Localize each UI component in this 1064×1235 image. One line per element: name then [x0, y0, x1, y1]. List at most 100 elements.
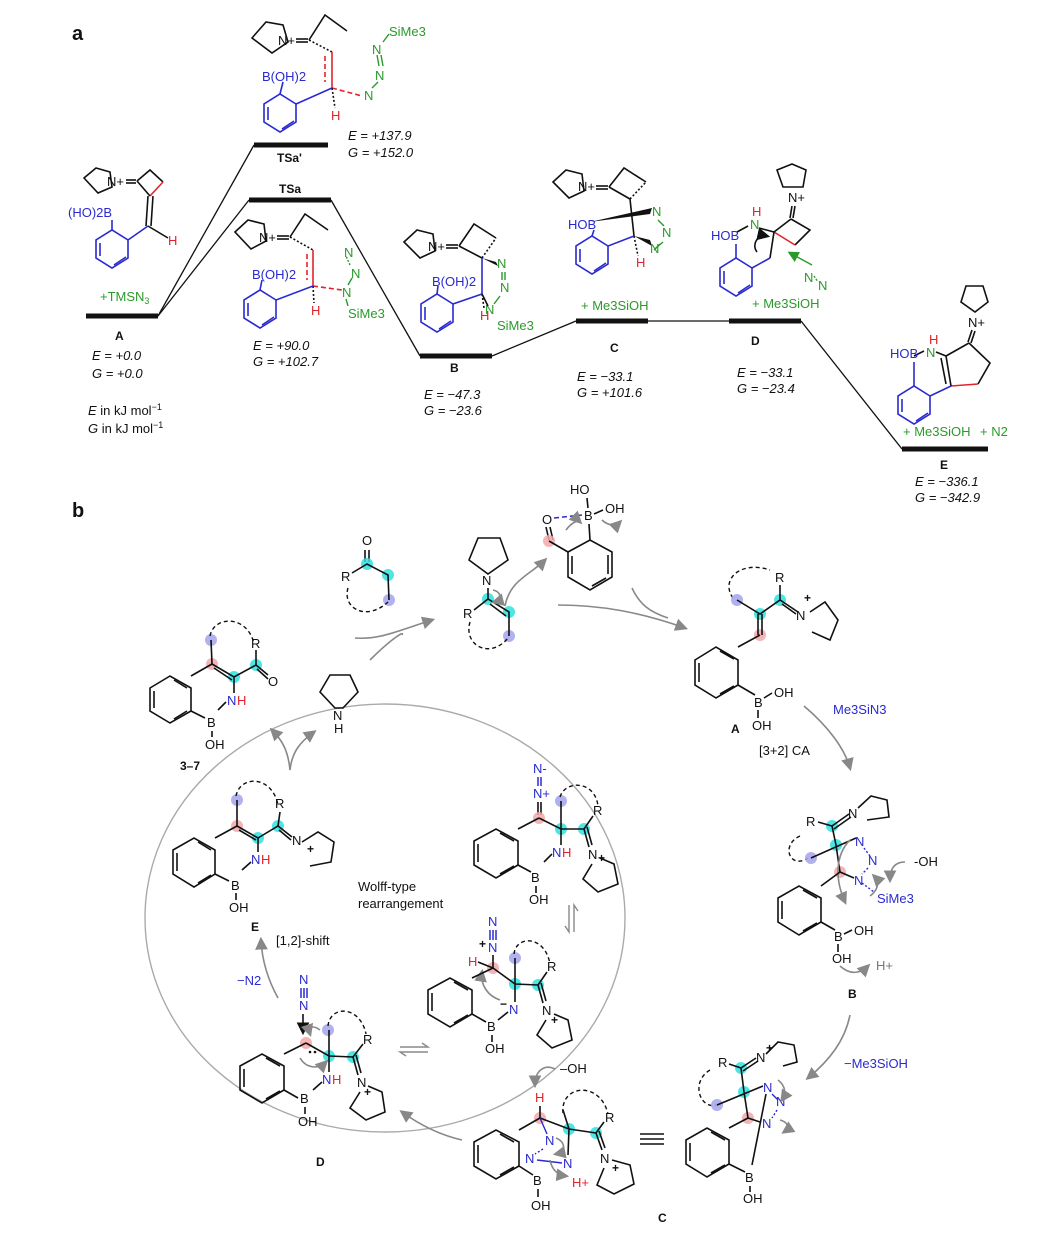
structure-product: R O N H B OH: [149, 620, 278, 752]
atom-label: OH: [832, 951, 852, 966]
atom-label: N: [662, 225, 671, 240]
structure-diazo-intermediate: N- N+ R N + N H B OH: [473, 761, 619, 907]
atom-label: N: [333, 708, 342, 723]
atom-label: H: [332, 1072, 341, 1087]
atom-label: N: [545, 1133, 554, 1148]
atom-label: H: [334, 721, 343, 736]
atom-label: H: [261, 852, 270, 867]
atom-label: B: [745, 1170, 754, 1185]
atom-label: OH: [774, 685, 794, 700]
units-note: E in kJ mol−1 G in kJ mol−1: [88, 402, 163, 436]
atom-label: H: [480, 308, 489, 323]
atom-label: SiMe3: [389, 24, 426, 39]
atom-label: N: [342, 285, 351, 300]
gibbs-TSa-prime: G = +152.0: [348, 145, 414, 160]
state-label-A: A: [115, 329, 124, 343]
energy-E: E = −336.1: [915, 474, 979, 489]
svg-text:G in kJ mol−1: G in kJ mol−1: [88, 420, 163, 436]
atom-label: H: [535, 1090, 544, 1105]
structure-enamine: N R: [463, 537, 548, 650]
atom-label: B: [231, 878, 240, 893]
state-label-TSa-prime: TSa': [277, 151, 302, 165]
atom-label: H: [468, 954, 477, 969]
atom-label: N: [488, 914, 497, 929]
energy-C: E = −33.1: [577, 369, 633, 384]
arrow-E-to-pyrrolidine: [289, 730, 317, 771]
atom-label: +: [364, 1085, 371, 1099]
atom-label: +: [307, 842, 314, 856]
atom-label: B: [834, 929, 843, 944]
atom-label: −: [500, 997, 507, 1011]
atom-label: OH: [298, 1114, 318, 1129]
atom-label: B: [584, 508, 593, 523]
gibbs-TSa: G = +102.7: [253, 354, 319, 369]
atom-label: +: [804, 591, 811, 605]
reagent-hydroxide-2: –OH: [560, 1061, 587, 1076]
atom-label: R: [275, 796, 284, 811]
reagent-minus-silanol: −Me3SiOH: [844, 1056, 908, 1071]
energy-levels: [86, 142, 988, 452]
atom-label: OH: [205, 737, 225, 752]
state-label-B: B: [450, 361, 459, 375]
connector-A-TSa: [157, 199, 250, 317]
structure-A-panel-a: N+ H (HO)2B +TMSN3: [68, 167, 177, 306]
atom-label: B: [533, 1173, 542, 1188]
atom-label: N: [322, 1072, 331, 1087]
svg-text:E in kJ mol−1: E in kJ mol−1: [88, 402, 162, 418]
state-label-TSa: TSa: [279, 182, 301, 196]
state-label-D: D: [751, 334, 760, 348]
atom-label: O: [362, 533, 372, 548]
atom-label: B(OH)2: [432, 274, 476, 289]
atom-label: OH: [605, 501, 625, 516]
atom-label: OH: [529, 892, 549, 907]
step-label-cycloaddition: [3+2] CA: [759, 743, 810, 758]
atom-label: N+: [968, 315, 985, 330]
gibbs-B: G = −23.6: [424, 403, 483, 418]
atom-label: +: [766, 1041, 773, 1055]
atom-label: H: [752, 204, 761, 219]
atom-label: N: [804, 270, 813, 285]
energy-TSa-prime: E = +137.9: [348, 128, 412, 143]
atom-label: N: [600, 1151, 609, 1166]
atom-label: N: [482, 573, 491, 588]
structure-E-panel-a: N+ N H HOB + Me3SiOH + N2: [890, 285, 1008, 439]
atom-label: N: [796, 608, 805, 623]
step-label-shift: [1,2]-shift: [276, 933, 330, 948]
atom-label: SiMe3: [348, 306, 385, 321]
arrow-C-to-D: [399, 1110, 463, 1141]
arrow-B-to-C: [805, 1014, 851, 1081]
atom-label: N+: [107, 174, 124, 189]
atom-label: H: [636, 255, 645, 270]
atom-label: N-: [533, 761, 547, 776]
atom-label: N: [299, 972, 308, 987]
atom-label: N: [364, 88, 373, 103]
atom-label: R: [341, 569, 350, 584]
inner-cycle-ellipse: [144, 703, 626, 1133]
atom-label: N: [650, 241, 659, 256]
structure-formylphenylboronic-acid: HO B OH O: [542, 482, 625, 591]
structure-C-panel-a: N+ H N N N HOB + Me3SiOH: [551, 166, 671, 313]
connector-TSa-B: [330, 199, 421, 357]
structure-A-mechanism: R N + B OH OH: [694, 566, 839, 733]
atom-label: N: [868, 853, 877, 868]
atom-label: N: [500, 280, 509, 295]
atom-label: R: [718, 1055, 727, 1070]
mech-label-E: E: [251, 920, 259, 934]
atom-label: N: [372, 42, 381, 57]
atom-label: N: [357, 1075, 366, 1090]
structure-C-mechanism-left: –OH H R N + N N N H+ B OH: [473, 1061, 635, 1213]
mech-label-D: D: [316, 1155, 325, 1169]
energy-B: E = −47.3: [424, 387, 481, 402]
atom-label: N: [292, 833, 301, 848]
state-label-E: E: [940, 458, 948, 472]
atom-label: OH: [854, 923, 874, 938]
atom-label: N: [299, 998, 308, 1013]
atom-label: O: [542, 512, 552, 527]
arrow-D-to-E: [255, 936, 279, 999]
wolff-label-line1: Wolff-type: [358, 879, 416, 894]
reagent-tmsn3: +TMSN3: [100, 289, 149, 306]
atom-label: H: [929, 332, 938, 347]
atom-label: N+: [428, 239, 445, 254]
atom-label: N: [854, 873, 863, 888]
